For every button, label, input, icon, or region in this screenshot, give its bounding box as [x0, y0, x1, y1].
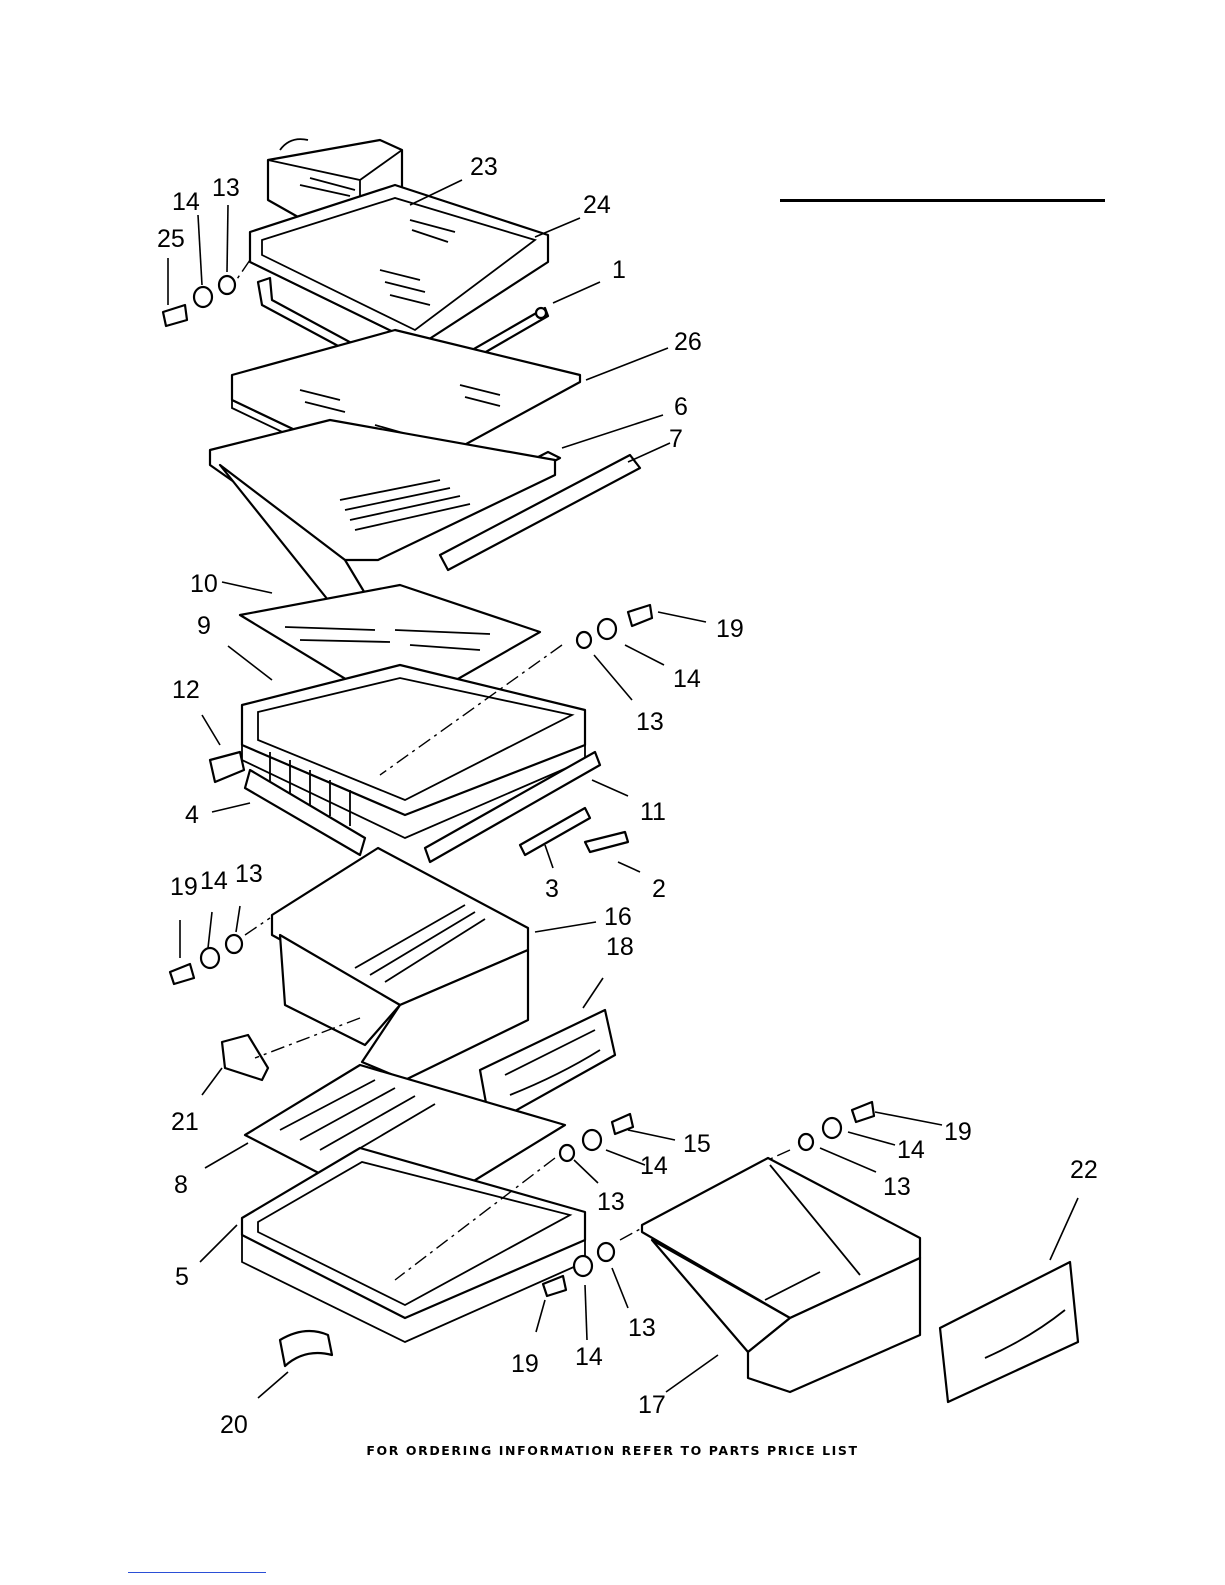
- callout-14: 14: [575, 1343, 603, 1371]
- part-16-crisper-drawer: [272, 848, 528, 1080]
- callout-23: 23: [470, 153, 498, 181]
- callout-14: 14: [640, 1152, 668, 1180]
- callout-14: 14: [897, 1136, 925, 1164]
- callout-11: 11: [640, 798, 666, 826]
- callout-18: 18: [606, 933, 634, 961]
- part-22-drawer-front: [940, 1262, 1078, 1402]
- part-3-bracket: [520, 808, 590, 855]
- ordering-footer-text: FOR ORDERING INFORMATION REFER TO PARTS …: [0, 1443, 1225, 1458]
- callout-20: 20: [220, 1411, 248, 1439]
- callout-2: 2: [652, 875, 666, 903]
- callout-9: 9: [197, 612, 211, 640]
- callout-13: 13: [883, 1173, 911, 1201]
- callout-25: 25: [157, 225, 185, 253]
- callout-13: 13: [235, 860, 263, 888]
- callout-19: 19: [944, 1118, 972, 1146]
- callout-24: 24: [583, 191, 611, 219]
- callout-19: 19: [170, 873, 198, 901]
- callout-15: 15: [683, 1130, 711, 1158]
- bottom-link-underline: [128, 1572, 266, 1573]
- part-5-frame: [242, 1148, 585, 1342]
- part-12-slide: [210, 752, 244, 782]
- callout-3: 3: [545, 875, 559, 903]
- callout-21: 21: [171, 1108, 199, 1136]
- part-20-clip: [280, 1331, 332, 1366]
- callout-14: 14: [673, 665, 701, 693]
- callout-13: 13: [628, 1314, 656, 1342]
- callout-10: 10: [190, 570, 218, 598]
- callout-17: 17: [638, 1391, 666, 1419]
- callout-1: 1: [612, 256, 626, 284]
- callout-19: 19: [716, 615, 744, 643]
- callout-12: 12: [172, 676, 200, 704]
- callout-4: 4: [185, 801, 199, 829]
- callout-16: 16: [604, 903, 632, 931]
- callout-8: 8: [174, 1171, 188, 1199]
- callout-7: 7: [669, 425, 683, 453]
- callout-26: 26: [674, 328, 702, 356]
- callout-14: 14: [172, 188, 200, 216]
- callout-13: 13: [212, 174, 240, 202]
- part-2-clip: [585, 832, 628, 852]
- callout-5: 5: [175, 1263, 189, 1291]
- crisper-cover: [210, 420, 555, 615]
- callout-14: 14: [200, 867, 228, 895]
- callout-13: 13: [636, 708, 664, 736]
- callout-19: 19: [511, 1350, 539, 1378]
- callout-6: 6: [674, 393, 688, 421]
- callout-13: 13: [597, 1188, 625, 1216]
- part-17-deli-drawer: [642, 1158, 920, 1392]
- callout-22: 22: [1070, 1156, 1098, 1184]
- part-21-bracket: [222, 1035, 268, 1080]
